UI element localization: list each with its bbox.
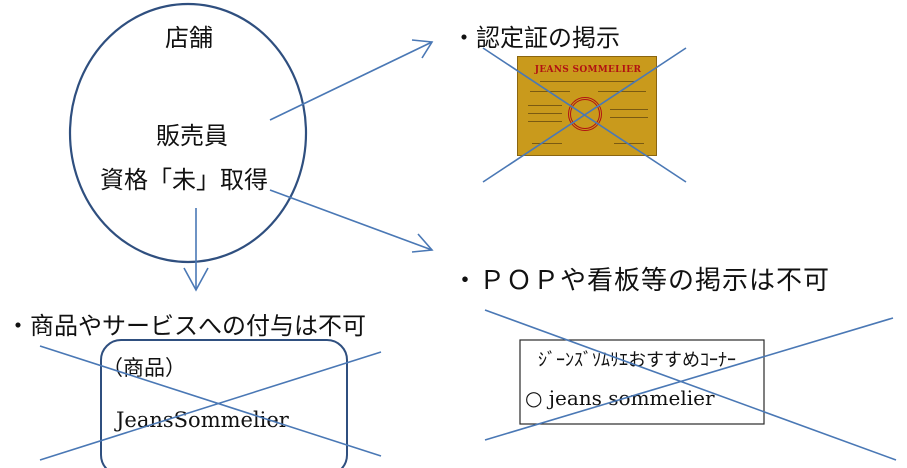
certificate-text-line	[540, 81, 636, 82]
certificate-cross-out-icon	[482, 47, 687, 183]
arrow-to-pop	[269, 189, 433, 251]
pop-cross-out-icon	[484, 309, 897, 461]
staff-label: 販売員	[156, 122, 228, 150]
arrow-to-certificate	[269, 41, 433, 121]
arrow-to-pop-head	[411, 233, 434, 253]
pop-cross-out-icon	[484, 317, 894, 441]
pop-heading: ・ＰＯＰや看板等の掲示は不可	[452, 266, 831, 296]
certificate-text-line	[528, 121, 562, 122]
certificate-title: JEANS SOMMELIER	[534, 65, 642, 75]
product-name-label: JeansSommelier	[116, 408, 289, 432]
certificate-seal-icon	[568, 97, 602, 131]
certificate-image: JEANS SOMMELIER	[517, 56, 657, 156]
certificate-text-line	[528, 105, 562, 106]
certificate-text-line	[532, 143, 562, 144]
certificate-heading: ・認定証の掲示	[452, 24, 620, 52]
certificate-text-line	[610, 109, 648, 110]
product-tag-label: （商品）	[102, 356, 186, 380]
pop-sign-brand-text: ○ jeans sommelier	[525, 386, 715, 410]
product-cross-out-icon	[39, 351, 382, 461]
product-cross-out-icon	[39, 345, 382, 457]
arrow-to-certificate-head	[411, 39, 434, 59]
certificate-text-line	[598, 91, 646, 92]
product-heading: ・商品やサービスへの付与は不可	[6, 312, 366, 340]
qualification-status-label: 資格「未」取得	[100, 166, 268, 194]
arrow-to-product-head	[183, 267, 209, 292]
certificate-text-line	[610, 117, 648, 118]
pop-sign-box	[519, 339, 765, 425]
pop-sign-text: ｼﾞｰﾝｽﾞｿﾑﾘｴおすすめｺｰﾅｰ	[538, 350, 736, 371]
product-box	[100, 339, 348, 468]
store-circle	[68, 2, 308, 264]
store-label: 店舗	[165, 24, 213, 52]
certificate-text-line	[528, 113, 562, 114]
